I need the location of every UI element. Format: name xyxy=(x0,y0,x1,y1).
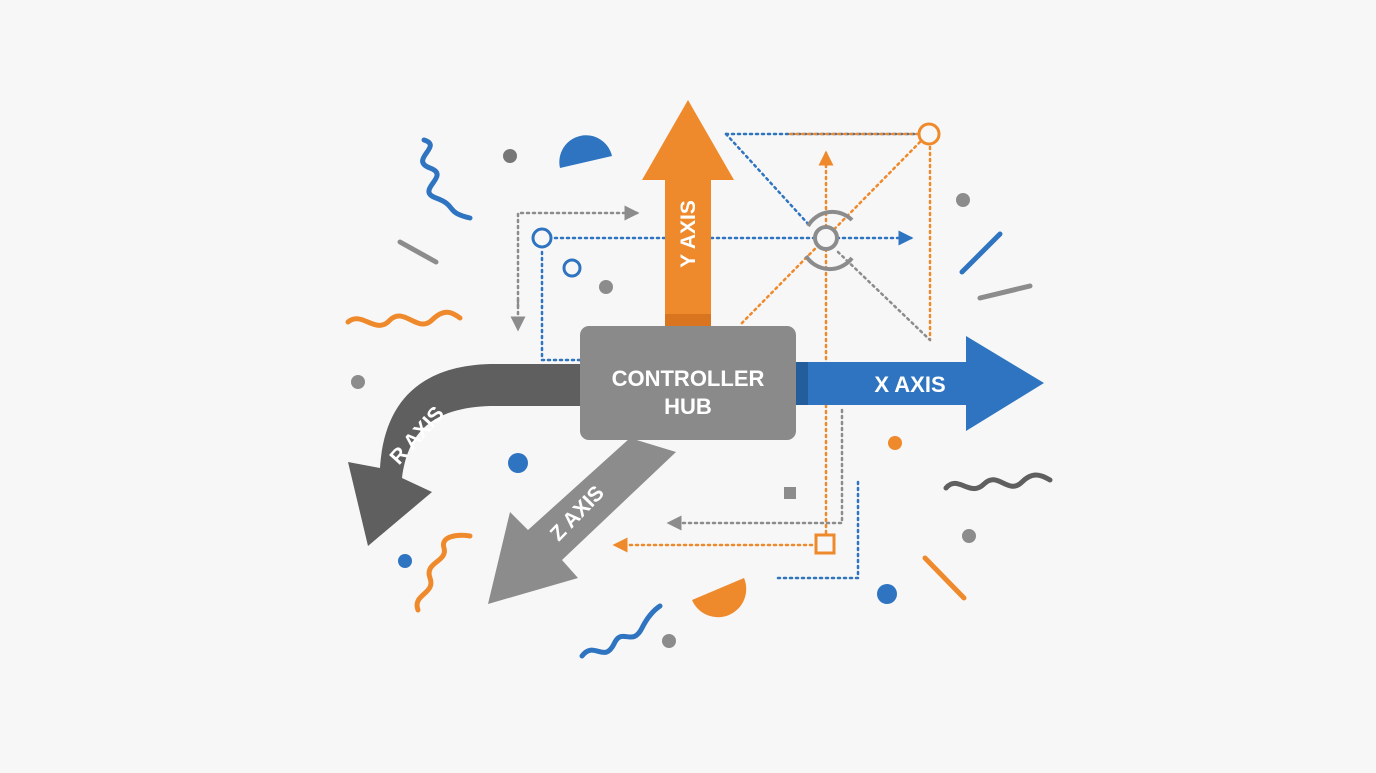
gray-dotted-arrow-top xyxy=(516,205,640,308)
blue-dotted-diagonal xyxy=(724,132,812,228)
dot-blue-3 xyxy=(877,584,897,604)
squiggle-blue-bottom xyxy=(579,603,663,659)
squiggle-orange-left xyxy=(345,309,463,328)
hub-label-line1: CONTROLLER xyxy=(612,366,765,391)
target-icon xyxy=(804,209,854,272)
gray-dotted-arrow-left xyxy=(666,408,844,531)
dash-gray-right xyxy=(977,283,1033,301)
dash-gray-left xyxy=(397,239,439,265)
x-axis-arrow: X AXIS xyxy=(796,336,1044,431)
dot-gray-1 xyxy=(503,149,517,163)
decorations xyxy=(345,135,1053,659)
half-circle-orange xyxy=(692,578,747,618)
blue-ring-node xyxy=(531,227,553,249)
y-axis-label: Y AXIS xyxy=(677,200,700,268)
hub-label-line2: HUB xyxy=(664,394,712,419)
y-axis-arrow: Y AXIS xyxy=(642,100,734,328)
orange-square-node xyxy=(814,533,836,555)
squiggle-orange-bottom-left xyxy=(414,532,473,613)
dot-gray-6 xyxy=(662,634,676,648)
blue-dotted-line-left xyxy=(540,250,582,362)
square-gray xyxy=(784,487,796,499)
dot-orange-1 xyxy=(888,436,902,450)
dot-blue-1 xyxy=(508,453,528,473)
dot-gray-2 xyxy=(599,280,613,294)
dot-gray-3 xyxy=(351,375,365,389)
ring-blue-small xyxy=(562,258,582,278)
blue-dotted-bottom xyxy=(774,480,860,580)
dot-gray-4 xyxy=(956,193,970,207)
half-circle-blue xyxy=(559,135,612,168)
dot-blue-2 xyxy=(398,554,412,568)
x-axis-label: X AXIS xyxy=(874,372,945,397)
squiggle-blue-top-left xyxy=(420,137,473,221)
squiggle-dark-right xyxy=(943,472,1053,492)
orange-ring-node xyxy=(917,122,941,146)
dash-orange-right xyxy=(922,555,967,601)
dash-blue-right xyxy=(959,231,1003,275)
gray-dotted-diagonal xyxy=(836,250,932,342)
controller-hub: CONTROLLER HUB xyxy=(580,326,796,440)
dot-gray-5 xyxy=(962,529,976,543)
